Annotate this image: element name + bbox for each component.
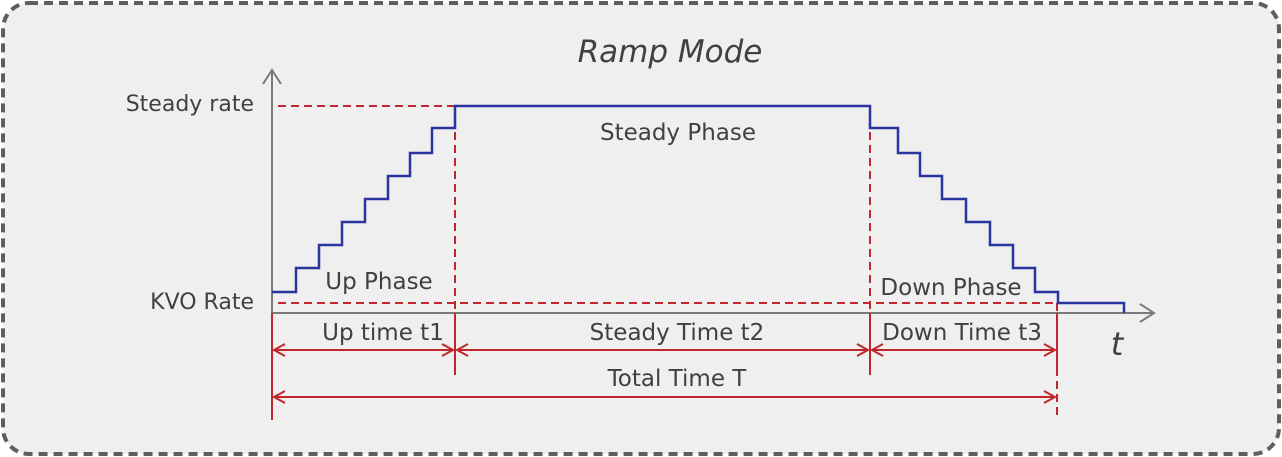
- up-time-label: Up time t1: [322, 320, 444, 346]
- steady-time-arrowhead-right: [856, 343, 871, 357]
- time-axis-label: t: [1111, 325, 1125, 363]
- up-phase-label: Up Phase: [325, 269, 432, 295]
- total-time-arrowhead-left: [271, 390, 286, 404]
- up-time-arrowhead-right: [441, 343, 456, 357]
- total-time-label: Total Time T: [607, 366, 748, 392]
- rate-profile-line: [272, 104, 1126, 313]
- y-axis-arrowhead: [262, 68, 282, 85]
- steady-rate-label: Steady rate: [126, 92, 254, 117]
- steady-time-arrowhead-left: [454, 343, 469, 357]
- steady-time-label: Steady Time t2: [590, 320, 765, 346]
- total-time-arrowhead-right: [1043, 390, 1058, 404]
- axes: [262, 68, 1156, 323]
- up-time-arrowhead-left: [271, 343, 286, 357]
- down-time-label: Down Time t3: [882, 320, 1042, 346]
- diagram-title: Ramp Mode: [578, 34, 763, 70]
- time-brackets: [271, 313, 1058, 420]
- down-time-arrowhead-right: [1043, 343, 1058, 357]
- down-time-arrowhead-left: [869, 343, 884, 357]
- x-axis-arrowhead: [1139, 303, 1156, 323]
- down-phase-label: Down Phase: [880, 275, 1021, 301]
- kvo-rate-label: KVO Rate: [150, 290, 254, 315]
- steady-phase-label: Steady Phase: [600, 120, 756, 146]
